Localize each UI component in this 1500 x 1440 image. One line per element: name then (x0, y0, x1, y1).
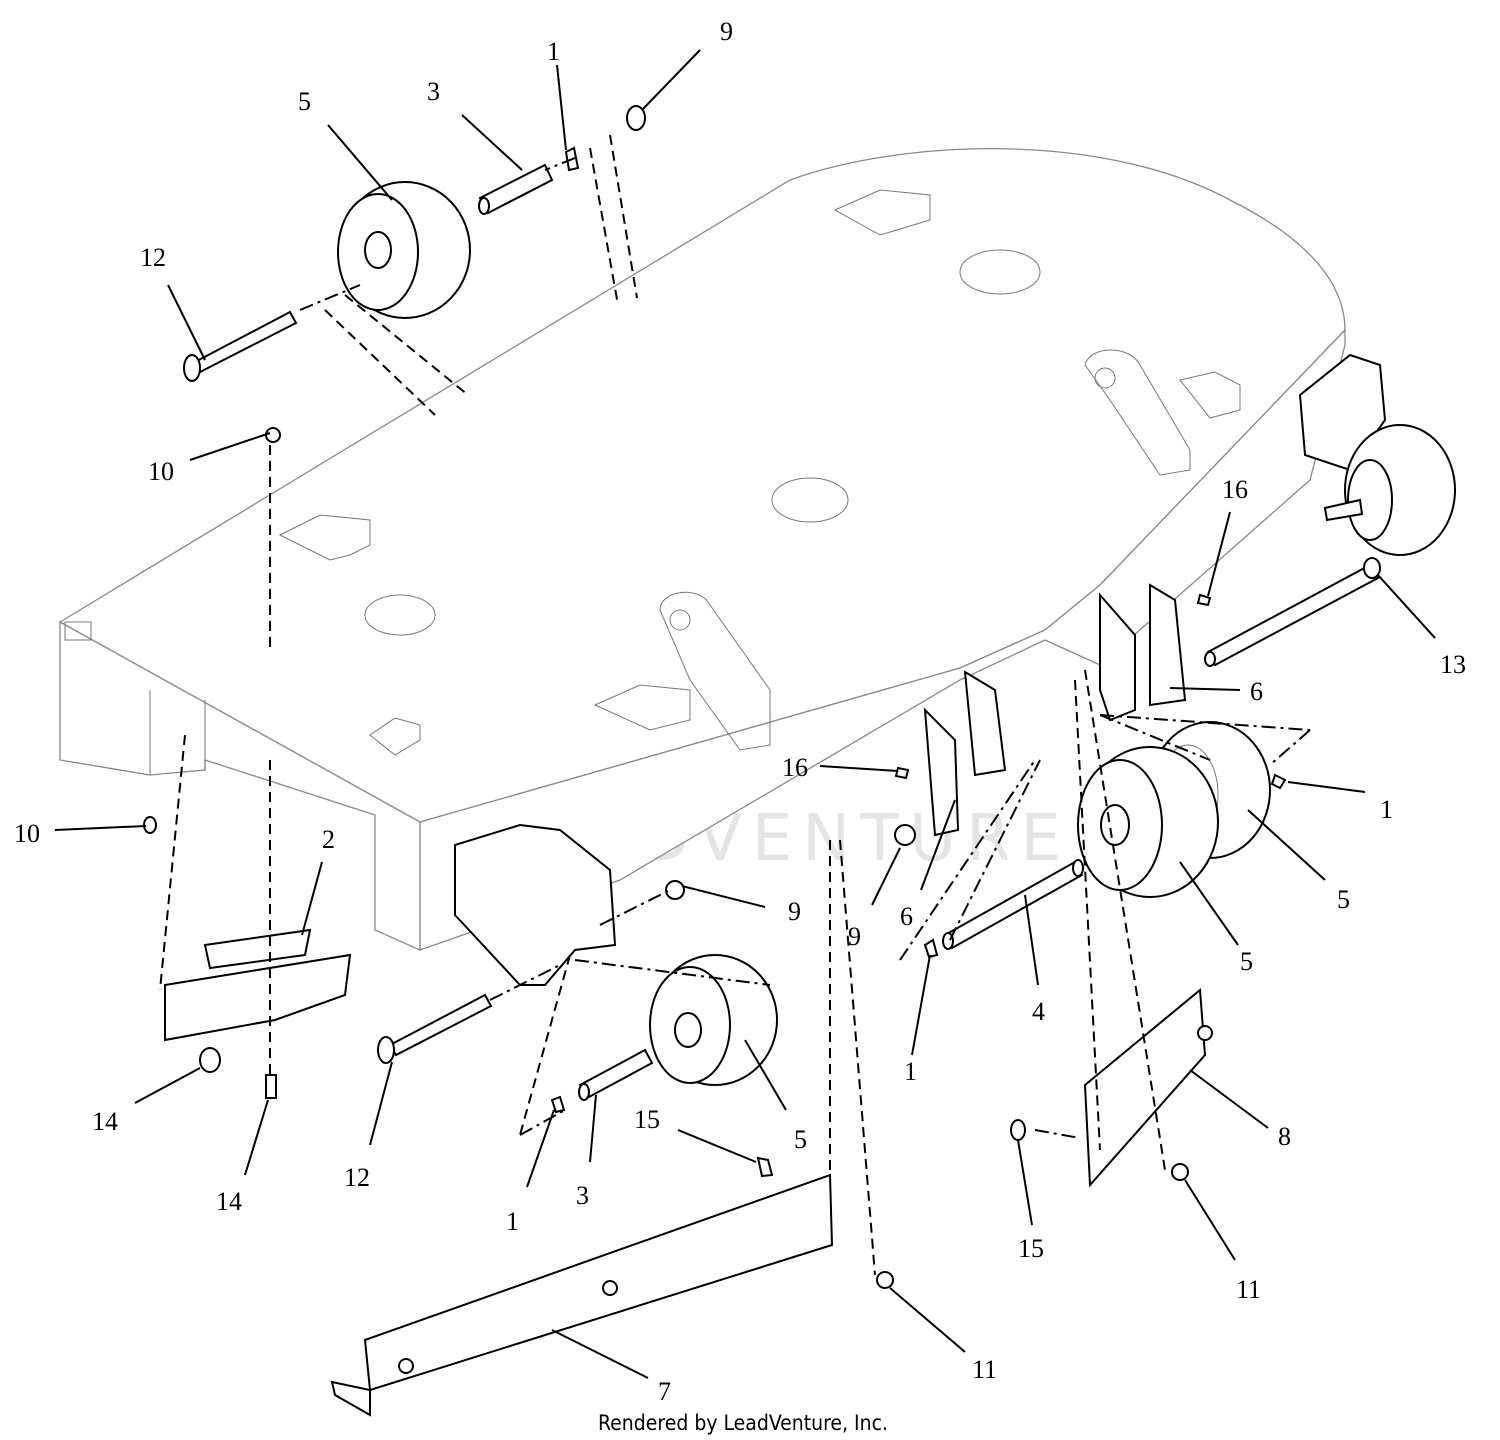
callout-labels: 9 1 3 5 12 10 16 13 6 16 1 10 2 9 9 6 5 … (14, 17, 1466, 1406)
leader-lines (54, 49, 1436, 1379)
callout-5-bottom: 5 (794, 1125, 807, 1154)
callout-4: 4 (1032, 997, 1045, 1026)
caster-wheel-top (337, 181, 471, 319)
baffle-plate-2 (164, 928, 352, 1042)
callout-7: 7 (658, 1377, 671, 1406)
callout-9-mid-a: 9 (788, 897, 801, 926)
callout-8: 8 (1278, 1122, 1291, 1151)
skid-plate-8 (1083, 988, 1207, 1188)
callout-3-bottom: 3 (576, 1181, 589, 1210)
front-left-caster-bracket (454, 823, 617, 986)
callout-6-mid: 6 (900, 902, 913, 931)
callout-11-bottom: 11 (972, 1355, 997, 1384)
callout-10-top: 10 (148, 457, 174, 486)
callout-9-mid-b: 9 (848, 922, 861, 951)
axle-spacer-4 (942, 859, 1084, 950)
footer-credit: Rendered by LeadVenture, Inc. (598, 1411, 888, 1435)
callout-16-mid: 16 (782, 753, 808, 782)
callout-1-right: 1 (1380, 795, 1393, 824)
callout-1-top: 1 (547, 37, 560, 66)
callout-5-right-a: 5 (1337, 885, 1350, 914)
callout-15-right: 15 (1018, 1234, 1044, 1263)
axle-bolt-13 (1204, 557, 1381, 667)
callout-9-top: 9 (720, 17, 733, 46)
callout-16-right: 16 (1222, 475, 1248, 504)
callout-5-top: 5 (298, 87, 311, 116)
spacer-3-bottom (578, 1048, 654, 1101)
callout-5-right-b: 5 (1240, 947, 1253, 976)
hardware-fasteners (143, 593, 1287, 1289)
callout-2: 2 (322, 825, 335, 854)
callout-1-mid: 1 (904, 1057, 917, 1086)
callout-3-top: 3 (427, 77, 440, 106)
callout-13: 13 (1440, 650, 1466, 679)
axle-bolt-12-bottom (377, 993, 493, 1064)
caster-bracket-right (923, 583, 1187, 837)
caster-wheel-bottom (649, 954, 778, 1086)
callout-12-top: 12 (140, 243, 166, 272)
callout-11-right: 11 (1236, 1275, 1261, 1304)
callout-12-bottom: 12 (344, 1163, 370, 1192)
spacer-3-top (478, 163, 554, 215)
callout-15-mid: 15 (634, 1105, 660, 1134)
axle-bolt-12-top (183, 310, 298, 382)
caster-wheel-front-right (1077, 746, 1219, 898)
mower-deck (58, 148, 1346, 952)
callout-1-bottom: 1 (506, 1207, 519, 1236)
callout-6-right: 6 (1250, 677, 1263, 706)
callout-14-a: 14 (92, 1107, 118, 1136)
skid-plate-7 (330, 1173, 834, 1417)
callout-14-b: 14 (216, 1187, 242, 1216)
assembly-lines (159, 134, 1311, 1276)
right-rear-caster (1298, 353, 1456, 556)
callout-10-left: 10 (14, 819, 40, 848)
